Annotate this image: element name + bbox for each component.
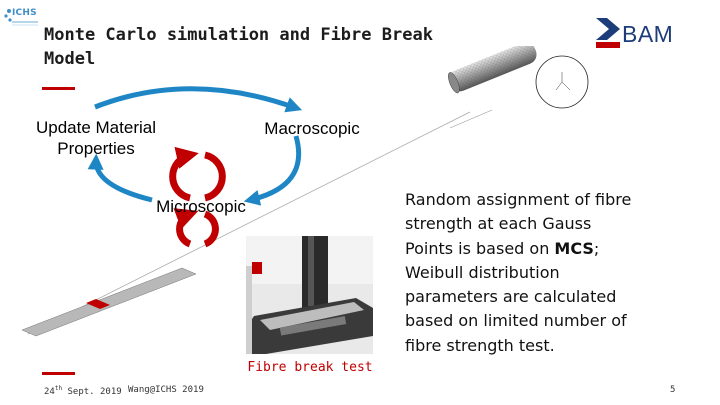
footer-date-rest: Sept. 2019	[62, 387, 122, 397]
red-loop-upper-left	[169, 146, 199, 202]
photo-caption: Fibre break test	[247, 360, 373, 375]
desc-line-1: Random assignment of fibre	[405, 190, 632, 209]
desc-line-3-post: ;	[593, 238, 600, 258]
description-text: Random assignment of fibre strength at e…	[405, 188, 705, 358]
label-macroscopic: Macroscopic	[264, 119, 360, 138]
page-title-line-1: Monte Carlo simulation and Fibre Break	[44, 25, 433, 45]
red-loop-lower-left	[173, 208, 199, 248]
title-accent-rule	[42, 87, 75, 90]
footer-date-suffix: th	[54, 385, 63, 392]
desc-line-3-pre: Points is based on	[405, 238, 555, 258]
page-title: Monte Carlo simulation and Fibre Break M…	[44, 23, 514, 71]
arrow-update-to-macro	[94, 86, 303, 113]
desc-line-6: based on limited number of	[405, 311, 627, 331]
bam-logo: BAM	[594, 16, 686, 52]
footer-date: 24th Sept. 2019	[44, 385, 122, 397]
desc-mcs-bold: MCS	[554, 238, 594, 258]
test-machine-image	[246, 236, 373, 354]
ichs-logo-icon	[4, 9, 38, 26]
coupon-marker	[86, 299, 110, 309]
arrow-micro-to-update	[87, 153, 153, 203]
red-loop-upper-right	[204, 151, 226, 202]
page-number: 5	[670, 385, 676, 395]
desc-line-2: strength at each Gauss	[405, 214, 592, 234]
fibre-break-test-photo	[246, 236, 373, 354]
label-update-material-properties: Update Material Properties	[20, 117, 172, 159]
coupon-specimen	[21, 267, 197, 337]
page-title-line-2: Model	[44, 49, 96, 69]
desc-line-5: parameters are calculated	[405, 287, 617, 307]
fe-cylinder-image	[448, 42, 589, 129]
ichs-logo-text: ICHS	[12, 8, 37, 18]
arrow-macro-to-micro	[243, 135, 302, 206]
bam-logo-text: BAM	[622, 21, 674, 47]
desc-line-4: Weibull distribution	[405, 262, 560, 282]
desc-line-3: Points is based on MCS;	[405, 237, 705, 261]
bam-chevron-icon	[596, 18, 620, 48]
footer-author: Wang@ICHS 2019	[128, 385, 204, 395]
label-microscopic: Microscopic	[156, 197, 246, 216]
footer-accent-rule	[42, 372, 75, 375]
fe-model-figure	[432, 42, 592, 136]
footer-date-day: 24	[44, 387, 55, 397]
label-update-line-1: Update Material	[35, 118, 156, 137]
desc-line-7: fibre strength test.	[405, 335, 555, 355]
red-loop-lower-right	[203, 210, 219, 248]
ichs-logo: ICHS	[2, 2, 42, 30]
label-update-line-2: Properties	[57, 139, 135, 158]
